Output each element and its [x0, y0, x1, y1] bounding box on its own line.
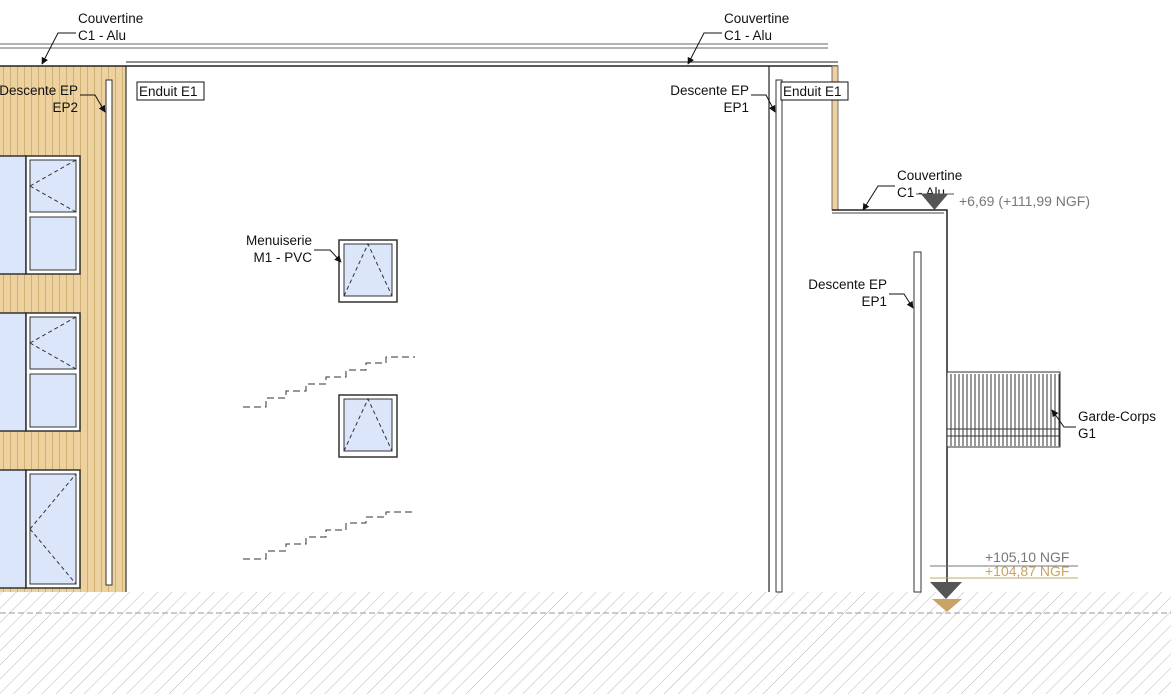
couvertine-mid-leader [687, 32, 722, 65]
railing-bars [950, 374, 1060, 446]
couvertine-left-label-line1: Couvertine [78, 11, 143, 26]
enduit-left-tag-box [136, 81, 205, 101]
couvertine-right-leader [862, 185, 895, 211]
descente-ep1-lower-label-line2: EP1 [861, 294, 887, 309]
descente-ep1-upper-label-line1: Descente EP [670, 83, 749, 98]
garde-corps-label-line1: Garde-Corps [1078, 409, 1156, 424]
descente-ep1-lower-label-line1: Descente EP [808, 277, 887, 292]
left-door [0, 469, 81, 589]
menuiserie-label-line2: M1 - PVC [253, 250, 312, 265]
roof-level-marker [921, 194, 948, 210]
downpipe-ep1-lower [913, 251, 922, 593]
stair-line-lower [243, 511, 415, 560]
finished-ground-marker [930, 582, 962, 599]
natural-ground-text: +104,87 NGF [985, 563, 1069, 579]
couvertine-right-label-line1: Couvertine [897, 168, 962, 183]
natural-ground-marker [932, 599, 962, 612]
enduit-right-tag: Enduit E1 [783, 84, 842, 99]
soil-hatch [0, 592, 1171, 694]
downpipe-ep2 [105, 79, 113, 586]
stair-line-upper [243, 356, 415, 408]
enduit-left-tag: Enduit E1 [139, 84, 198, 99]
garde-corps-label-line2: G1 [1078, 426, 1096, 441]
descente-ep1-lower-leader [889, 293, 914, 309]
lower-volume-outline [832, 209, 948, 592]
enduit-right-tag-box [780, 81, 849, 101]
couvertine-mid-label-line1: Couvertine [724, 11, 789, 26]
descente-ep2-label-line2: EP2 [52, 100, 78, 115]
left-window-1 [0, 155, 81, 275]
couvertine-mid-label-line2: C1 - Alu [724, 28, 772, 43]
couvertine-left-label-line2: C1 - Alu [78, 28, 126, 43]
descente-ep1-upper-label-line2: EP1 [723, 100, 749, 115]
roof-level-text: +6,69 (+111,99 NGF) [959, 193, 1090, 209]
descente-ep1-upper-leader [751, 94, 776, 113]
menuiserie-leader [314, 249, 342, 263]
menuiserie-window-upper [338, 239, 398, 303]
finished-ground-text: +105,10 NGF [985, 549, 1069, 565]
menuiserie-label-line1: Menuiserie [246, 233, 312, 248]
couvertine-left-leader [41, 32, 76, 65]
garde-corps-leader [1051, 409, 1076, 428]
descente-ep2-label-line1: Descente EP [0, 83, 78, 98]
left-window-2 [0, 312, 81, 432]
descente-ep2-leader [80, 94, 106, 113]
menuiserie-window-lower [338, 394, 398, 458]
downpipe-ep1-upper [775, 79, 783, 593]
